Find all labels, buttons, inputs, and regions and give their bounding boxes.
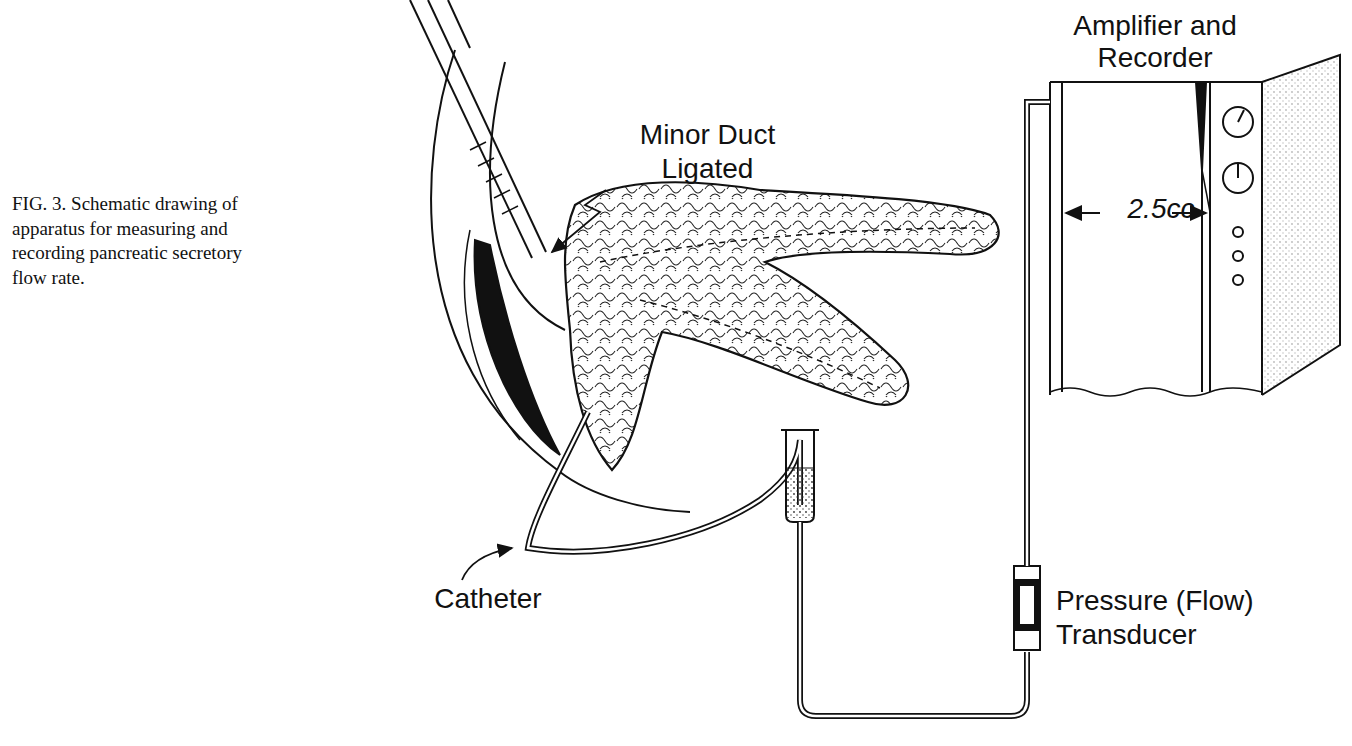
transducer: Pressure (Flow) Transducer: [1014, 566, 1040, 650]
pancreas: [565, 182, 999, 470]
transducer-body: [1014, 566, 1040, 650]
leader-line: [552, 190, 606, 252]
figure-caption: FIG. 3. Schematic drawing of apparatus f…: [12, 192, 262, 291]
recorder-housing: [1050, 55, 1340, 396]
tube-connector: [1027, 102, 1050, 566]
leader-line: [462, 548, 512, 580]
cannula: [410, 0, 546, 258]
scale-label: 2.5cc: [1102, 195, 1220, 223]
recorder-box: Amplifier and Recorder2.5cc: [1050, 82, 1262, 392]
part-label: Minor Duct Ligated: [600, 118, 815, 185]
test-tube: [781, 430, 819, 522]
catheter-tube: [528, 412, 800, 551]
transducer-label: Pressure (Flow) Transducer: [1056, 584, 1291, 651]
recorder-title: Amplifier and Recorder: [1070, 10, 1240, 74]
part-label: Catheter: [418, 582, 558, 616]
tubing: [800, 522, 1027, 716]
